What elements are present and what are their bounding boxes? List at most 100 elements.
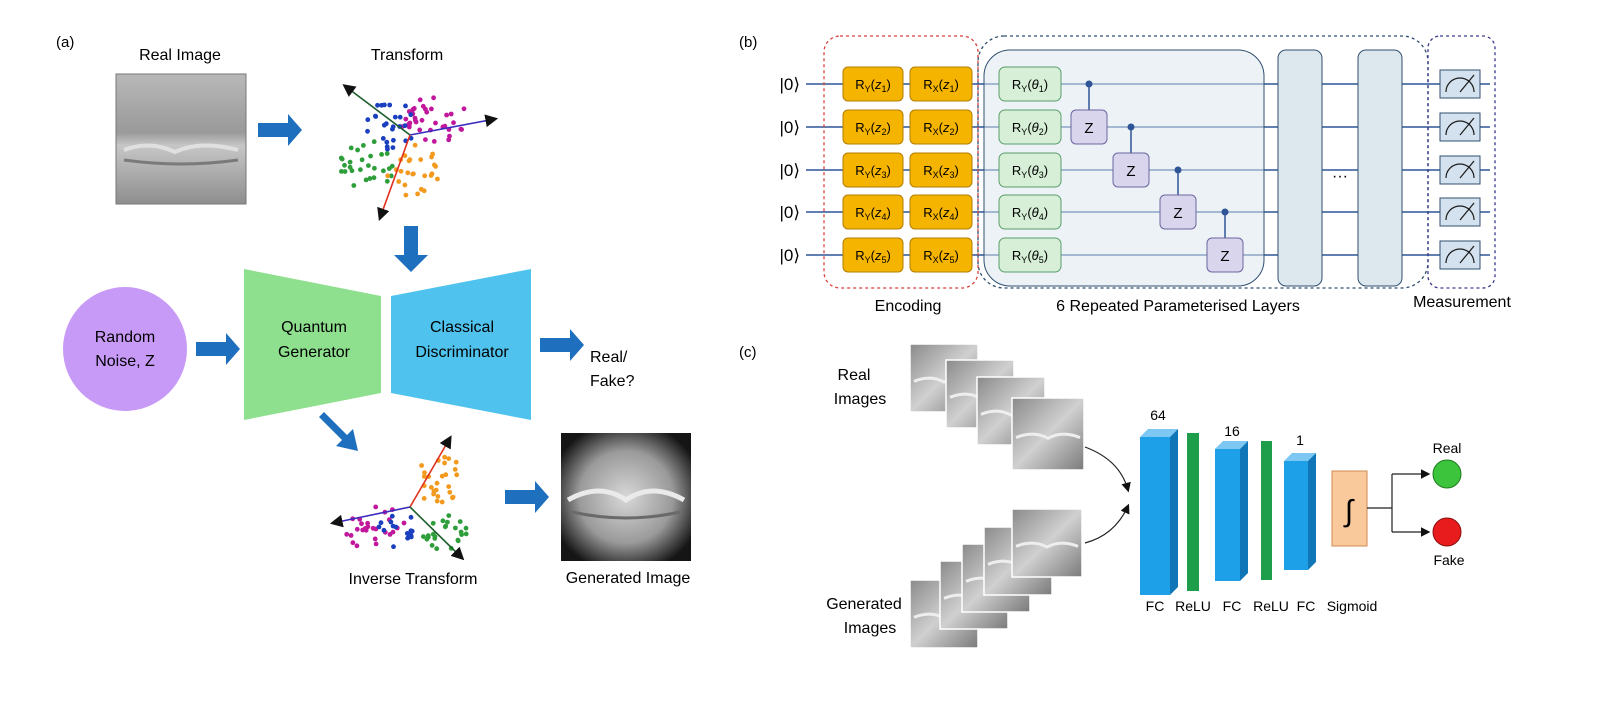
meter-icon <box>1439 197 1481 227</box>
scatter-point <box>376 524 382 530</box>
cz-control-dot <box>1085 80 1093 88</box>
scatter-point <box>444 112 449 118</box>
ry-encoding-gate <box>842 194 904 230</box>
scatter-point <box>421 496 427 501</box>
rx-encoding-gate <box>909 109 973 145</box>
generated-images-label-1: Generated <box>826 596 902 613</box>
gate-label: RY(θ2) <box>1012 120 1048 137</box>
scatter-point <box>384 139 390 145</box>
scatter-point <box>417 97 423 103</box>
gate-label: RX(z4) <box>923 205 959 222</box>
scatter-point <box>429 154 434 160</box>
scatter-point <box>429 485 434 490</box>
scatter-point <box>455 537 461 543</box>
meter-icon <box>1439 240 1481 270</box>
output-label-1: Real/ <box>590 349 628 366</box>
size-64: 64 <box>1150 407 1166 423</box>
scatter-point <box>379 152 384 157</box>
scatter-point <box>446 137 452 143</box>
gate-label: RY(z4) <box>855 205 891 222</box>
scatter-point <box>348 145 354 151</box>
scatter-point <box>342 169 348 174</box>
scatter-point <box>403 116 409 122</box>
ry-encoding-gate <box>842 152 904 188</box>
transform-scatter <box>338 95 467 198</box>
quantum-generator-block <box>244 269 381 420</box>
scatter-point <box>361 143 366 148</box>
scatter-point <box>442 460 447 466</box>
scatter-point <box>433 487 439 493</box>
discriminator-label-1: Classical <box>430 319 494 336</box>
scatter-point <box>431 491 436 497</box>
scatter-point <box>442 454 447 460</box>
qubit-state: |0⟩ <box>779 203 800 222</box>
scatter-point <box>359 521 364 527</box>
scatter-point <box>348 533 354 538</box>
circuit-gates: RY(z1)RX(z1)RY(θ1)RY(z2)RX(z2)RY(θ2)RY(z… <box>842 66 1481 273</box>
image-thumbnail <box>1011 508 1083 578</box>
arrow-right-1 <box>258 114 302 146</box>
scatter-point <box>463 531 469 537</box>
relu-layer-2 <box>1261 441 1272 580</box>
scatter-point <box>435 494 441 499</box>
meter-icon <box>1439 112 1481 142</box>
scatter-point <box>402 182 408 188</box>
scatter-point <box>443 472 449 478</box>
scatter-point <box>362 526 368 531</box>
scatter-point <box>452 467 458 472</box>
scatter-point <box>407 157 413 163</box>
real-images-label-2: Images <box>834 391 886 408</box>
scatter-point <box>388 519 394 525</box>
scatter-point <box>447 489 453 495</box>
scatter-point <box>390 145 396 151</box>
scatter-point <box>446 513 452 518</box>
scatter-point <box>459 532 464 537</box>
scatter-point <box>342 162 347 168</box>
scatter-point <box>378 520 384 526</box>
panel-a-label: (a) <box>56 34 74 51</box>
scatter-point <box>408 534 414 540</box>
cz-target-gate <box>1206 237 1244 273</box>
scatter-point <box>368 153 373 159</box>
scatter-point <box>415 191 420 197</box>
scatter-point <box>347 164 353 170</box>
real-xray-image <box>115 73 247 205</box>
output-label-2: Fake? <box>590 373 635 390</box>
scatter-point <box>431 95 436 101</box>
panel-b-label: (b) <box>739 34 757 51</box>
scatter-point <box>453 525 458 531</box>
arrow-right-4 <box>505 481 549 513</box>
noise-label-2: Noise, Z <box>95 353 155 370</box>
size-1: 1 <box>1296 432 1304 448</box>
scatter-point <box>422 173 428 179</box>
scatter-point <box>430 520 436 526</box>
scatter-point <box>384 151 390 157</box>
scatter-point <box>373 113 378 119</box>
scatter-point <box>373 541 379 547</box>
scatter-point <box>344 531 350 537</box>
rx-encoding-gate <box>909 194 973 230</box>
scatter-point <box>412 142 418 148</box>
inverse-transform-axes <box>329 435 465 561</box>
scatter-point <box>392 114 398 120</box>
gate-label: RY(z5) <box>855 248 891 265</box>
gate-label: RX(z1) <box>923 77 959 94</box>
scatter-point <box>407 120 413 126</box>
scatter-point <box>422 470 427 476</box>
scatter-point <box>435 176 440 182</box>
measurement-box <box>1427 35 1496 289</box>
image-thumbnail <box>1011 397 1085 471</box>
ry-encoding-gate <box>842 237 904 273</box>
scatter-point <box>417 127 423 133</box>
scatter-point <box>396 179 402 184</box>
arrow-right-3 <box>540 329 584 361</box>
scatter-point <box>403 103 408 109</box>
scatter-point <box>421 534 426 539</box>
real-images-label-1: Real <box>838 367 871 384</box>
inverse-transform-label: Inverse Transform <box>349 571 478 588</box>
layers-ellipsis: ··· <box>1332 168 1348 185</box>
scatter-point <box>388 173 394 179</box>
scatter-point <box>443 523 449 529</box>
gate-label: RY(z3) <box>855 163 891 180</box>
